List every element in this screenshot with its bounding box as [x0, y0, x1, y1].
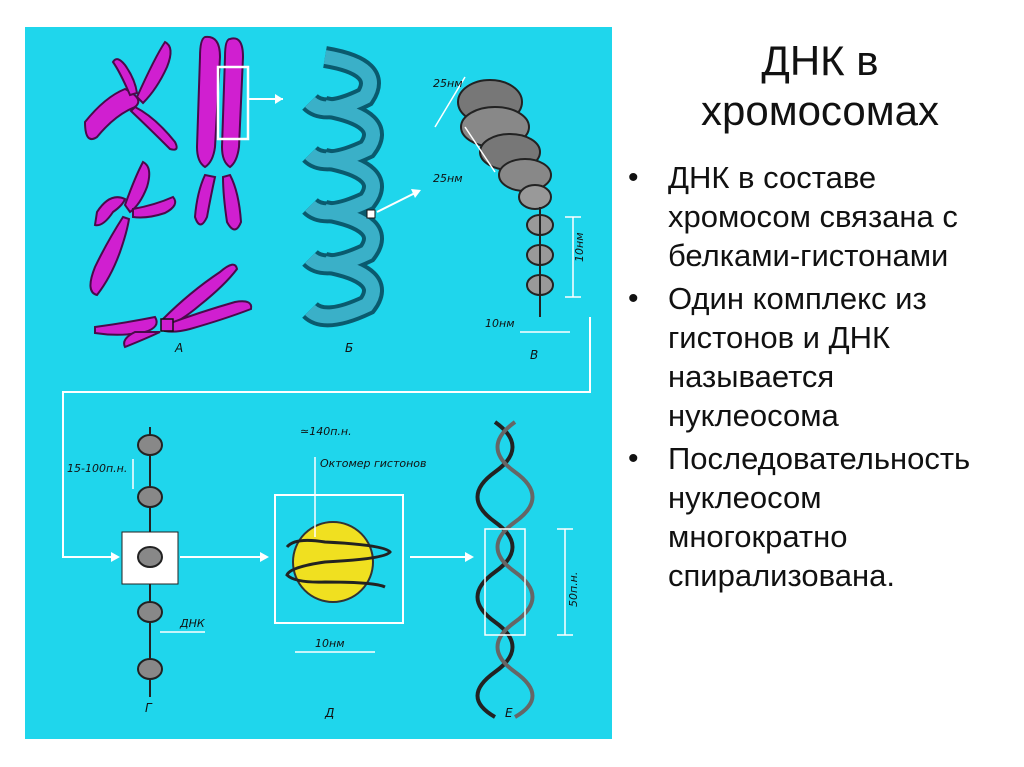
double-helix — [475, 420, 535, 719]
label-10nm-d: 10нм — [315, 637, 345, 650]
panel-label-b: Б — [345, 341, 353, 355]
panel-label-d: Д — [324, 706, 334, 720]
label-dna: ДНК — [179, 617, 206, 630]
label-140-bp: ≃140п.н. — [300, 425, 352, 438]
bullet-item: ДНК в составе хромосом связана с белками… — [628, 158, 1008, 275]
label-25nm-mid: 25нм — [433, 172, 463, 185]
label-octamer: Октомер гистонов — [320, 457, 427, 470]
chromosome-marker — [160, 318, 174, 332]
nucleosome-fiber — [457, 79, 554, 317]
label-15-100-bp: 15-100п.н. — [67, 462, 127, 475]
helix-zoom-box — [484, 528, 526, 636]
chromatin-figure: 25нм 25нм 10нм 10нм А Б В Г Д Е — [25, 27, 612, 739]
panel-label-e: Е — [505, 706, 513, 720]
chromosome-4 — [94, 315, 158, 336]
label-10nm-bottom: 10нм — [485, 317, 515, 330]
panel-label-g: Г — [145, 701, 153, 715]
label-50-bp: 50п.н. — [567, 572, 580, 607]
label-10nm-vertical: 10нм — [573, 233, 586, 263]
arrow-b-c — [376, 191, 418, 213]
chromatin-diagram: 25нм 25нм 10нм 10нм А Б В Г Д Е — [62, 35, 591, 720]
solenoid-fiber — [302, 46, 384, 328]
connector-line — [62, 317, 591, 558]
dna-wrap — [285, 538, 392, 589]
beads-on-string — [121, 427, 179, 697]
bullet-list: ДНК в составе хромосом связана с белками… — [628, 158, 1008, 599]
chromosome-1 — [83, 87, 140, 141]
chromosome-zoom-box — [216, 65, 250, 141]
label-25nm-top: 25нм — [433, 77, 463, 90]
chromosomes-group — [83, 35, 253, 349]
chromosome-2 — [195, 35, 222, 169]
dimension-lines-v — [434, 76, 581, 333]
panel-label-a: А — [174, 341, 183, 355]
bullet-item: Один комплекс из гистонов и ДНК называет… — [628, 279, 1008, 435]
slide-title: ДНК в хромосомах — [700, 37, 939, 134]
panel-label-v: В — [530, 348, 538, 362]
bullet-item: Последовательность нуклеосом многократно… — [628, 439, 1008, 595]
chromosome-3 — [93, 196, 127, 227]
